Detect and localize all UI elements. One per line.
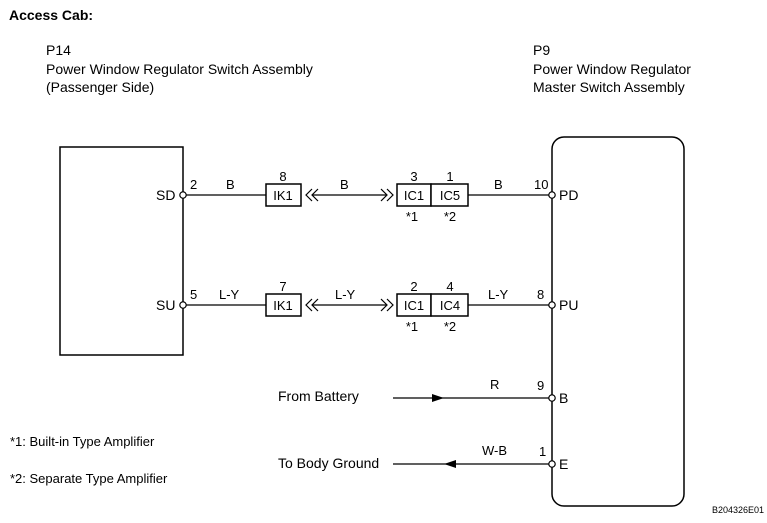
sd-male-chevron-icon: [380, 188, 394, 202]
su-ik-connector: [265, 293, 302, 317]
sd-wire-color-1: B: [226, 177, 235, 192]
battery-wire-color: R: [490, 377, 499, 392]
ground-terminal: E: [559, 456, 568, 472]
left-component-code: P14: [46, 42, 71, 58]
su-ic-b-note: *2: [444, 319, 456, 334]
su-right-terminal: PU: [559, 297, 578, 313]
su-ic-a-note: *1: [406, 319, 418, 334]
battery-pin-dot: [548, 394, 556, 402]
su-ik-label: IK1: [273, 298, 293, 313]
su-left-pin: 5: [190, 287, 197, 302]
note-1: *1: Built-in Type Amplifier: [10, 434, 155, 449]
ground-pin-dot: [548, 460, 556, 468]
sd-ik-label: IK1: [273, 188, 293, 203]
note-2: *2: Separate Type Amplifier: [10, 471, 168, 486]
sd-ic-b-label: IC5: [440, 188, 460, 203]
sd-left-pin-dot: [179, 191, 187, 199]
su-right-pin-dot: [548, 301, 556, 309]
figure-id: B204326E01: [712, 505, 764, 515]
battery-circuit: From Battery R 9 B: [278, 377, 568, 406]
ground-label: To Body Ground: [278, 455, 379, 471]
su-ik-pin: 7: [279, 279, 286, 294]
battery-label: From Battery: [278, 388, 359, 404]
left-component-box: [59, 146, 184, 356]
sd-ic-a-note: *1: [406, 209, 418, 224]
circuit-sd: SD 2 B IK1 8 B IC1 IC5 3 1 *1 *2 B 10 PD: [156, 169, 578, 224]
battery-terminal: B: [559, 390, 568, 406]
su-male-chevron-icon: [380, 298, 394, 312]
su-wire-color-2: L-Y: [335, 287, 356, 302]
su-wire-color-3: L-Y: [488, 287, 509, 302]
right-component-code: P9: [533, 42, 550, 58]
sd-right-terminal: PD: [559, 187, 578, 203]
sd-left-pin: 2: [190, 177, 197, 192]
su-ic-b-pin: 4: [446, 279, 453, 294]
right-component-box: [551, 136, 685, 507]
ground-wire-color: W-B: [482, 443, 507, 458]
sd-wire-color-2: B: [340, 177, 349, 192]
right-component-name-line2: Master Switch Assembly: [533, 79, 685, 95]
sd-ic-b-note: *2: [444, 209, 456, 224]
circuit-su: SU 5 L-Y IK1 7 L-Y IC1 IC4 2 4 *1 *2 L-Y…: [156, 279, 578, 334]
sd-ic-b-pin: 1: [446, 169, 453, 184]
sd-right-pin-dot: [548, 191, 556, 199]
sd-ik-pin: 8: [279, 169, 286, 184]
battery-pin: 9: [537, 378, 544, 393]
su-ic-a-pin: 2: [410, 279, 417, 294]
sd-ik-connector: [265, 183, 302, 207]
left-component-name-line1: Power Window Regulator Switch Assembly: [46, 61, 313, 77]
ground-circuit: To Body Ground W-B 1 E: [278, 443, 568, 472]
right-component-name-line1: Power Window Regulator: [533, 61, 691, 77]
battery-arrow-icon: [432, 394, 444, 402]
ground-pin: 1: [539, 444, 546, 459]
su-ic-b-label: IC4: [440, 298, 460, 313]
sd-right-pin: 10: [534, 177, 548, 192]
su-wire-color-1: L-Y: [219, 287, 240, 302]
su-left-terminal: SU: [156, 297, 175, 313]
sd-wire-color-3: B: [494, 177, 503, 192]
left-component-name-line2: (Passenger Side): [46, 79, 154, 95]
ground-arrow-icon: [444, 460, 456, 468]
su-right-pin: 8: [537, 287, 544, 302]
section-title: Access Cab:: [9, 7, 93, 23]
sd-ic-a-pin: 3: [410, 169, 417, 184]
su-left-pin-dot: [179, 301, 187, 309]
su-ic-a-label: IC1: [404, 298, 424, 313]
sd-ic-a-label: IC1: [404, 188, 424, 203]
sd-left-terminal: SD: [156, 187, 175, 203]
